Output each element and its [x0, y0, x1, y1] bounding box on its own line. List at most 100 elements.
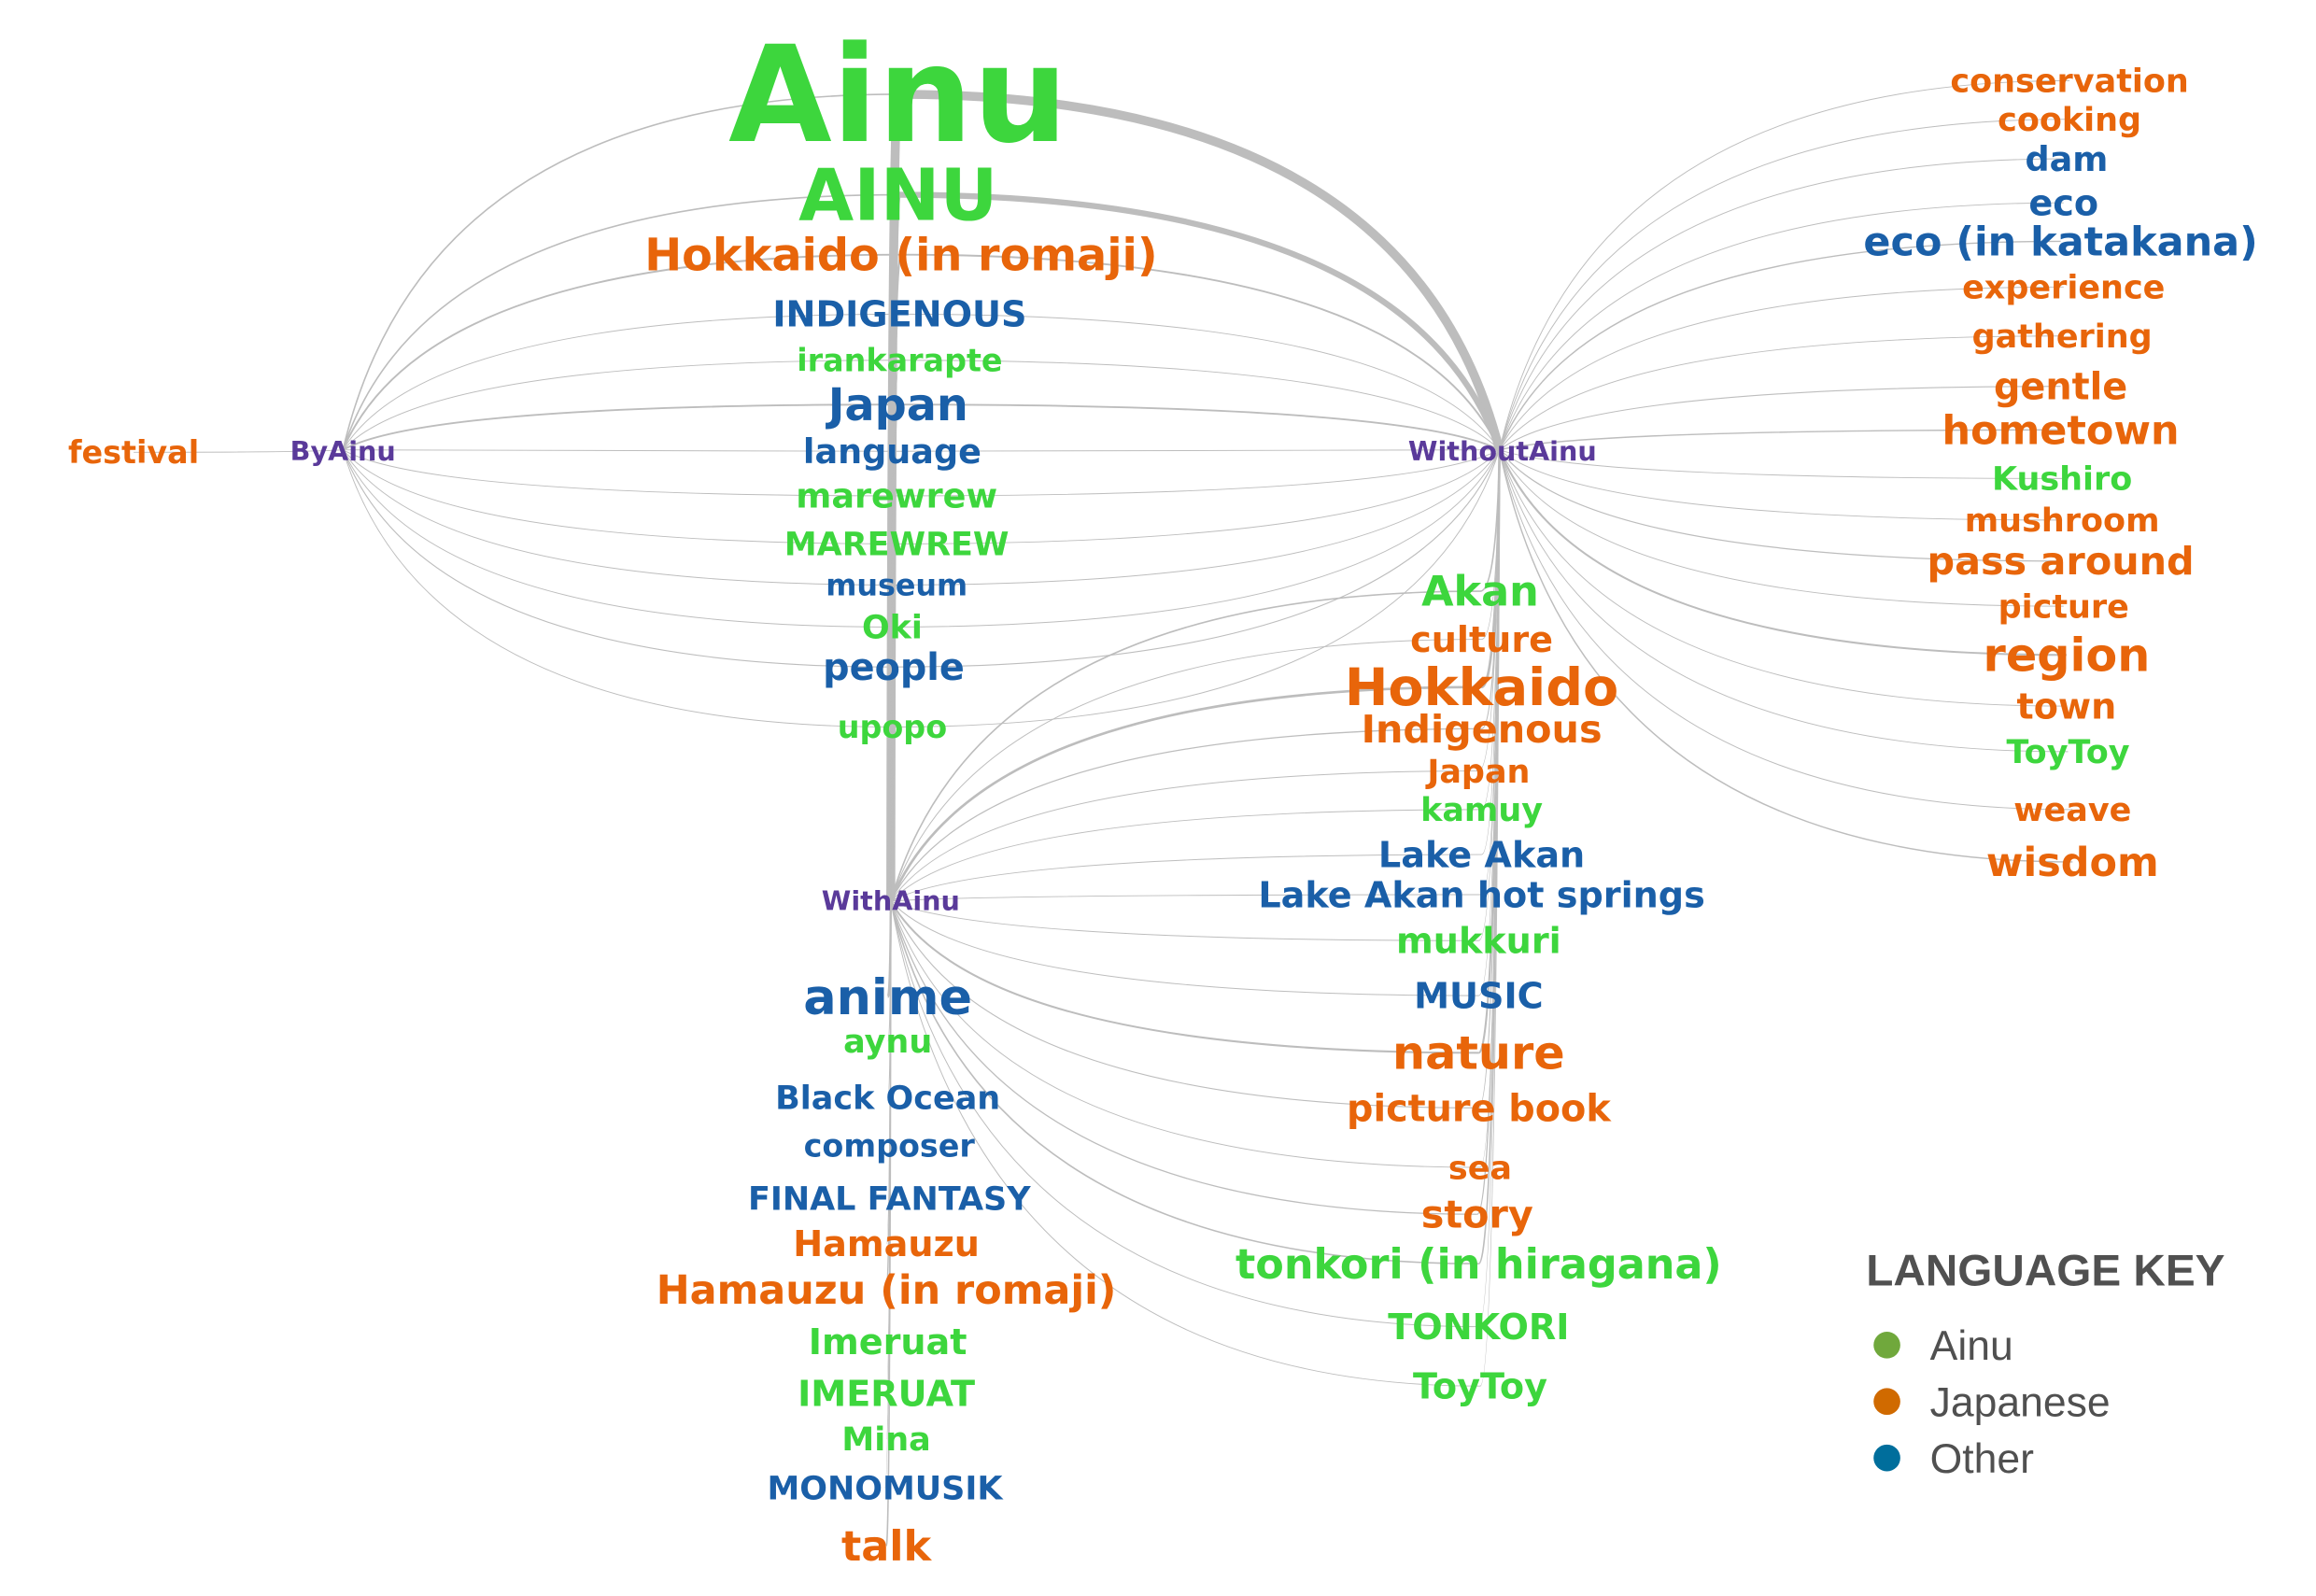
edge-without-ainu	[897, 90, 1504, 451]
legend-label-japanese: Japanese	[1930, 1380, 2111, 1426]
word-top-upopo: upopo	[838, 709, 947, 745]
edge-with-toytoy	[890, 900, 1480, 1387]
hub-without-ainu: WithoutAinu	[1408, 435, 1597, 467]
word-bottom-imeruat: Imeruat	[809, 1321, 967, 1363]
edge-without-marewrew	[897, 449, 1500, 544]
edge-without-gentle	[1499, 386, 2061, 451]
edge-without-picture	[1499, 449, 2064, 607]
word-bottom-composer: composer	[804, 1127, 976, 1164]
edge-by-upopo	[342, 449, 893, 727]
word-right-eco: eco	[2028, 183, 2098, 224]
edge-without-region	[1498, 449, 2067, 657]
word-top-irankarapte: irankarapte	[797, 342, 1002, 378]
edge-with-story	[890, 900, 1477, 1215]
word-bottom-hamauzu-in-romaji: Hamauzu (in romaji)	[657, 1267, 1117, 1314]
word-middle-music: MUSIC	[1414, 975, 1544, 1016]
edge-without-kushiro	[1499, 449, 2063, 479]
edge-without-japan	[897, 403, 1501, 451]
word-top-people: people	[823, 646, 965, 689]
word-bottom-final-fantasy: FINAL FANTASY	[748, 1181, 1031, 1219]
edge-without-conservation	[1499, 79, 2070, 450]
edge-by-hokkaido-in-romaji	[342, 253, 901, 451]
word-right-wisdom: wisdom	[1986, 840, 2159, 886]
edge-by-oki	[342, 449, 893, 628]
word-top-marewrew: marewrew	[796, 476, 997, 516]
edge-without-ainu	[897, 191, 1503, 451]
word-right-hometown: hometown	[1942, 407, 2180, 454]
edge-without-eco	[1499, 202, 2064, 450]
legend-label-other: Other	[1930, 1436, 2034, 1482]
edge-with-tonkori-in-hiragana	[890, 900, 1479, 1264]
word-top-oki: Oki	[862, 610, 923, 647]
word-middle-sea: sea	[1448, 1150, 1512, 1187]
edge-without-hokkaido-in-romaji	[900, 253, 1501, 451]
legend-dot-other	[1873, 1444, 1900, 1472]
word-middle-tonkori-in-hiragana: tonkori (in hiragana)	[1236, 1241, 1722, 1289]
edge-without-gathering	[1499, 335, 2063, 450]
edge-without-marewrew	[897, 449, 1500, 497]
word-right-cooking: cooking	[1998, 102, 2141, 139]
word-right-conservation: conservation	[1950, 64, 2188, 101]
edge-without-town	[1499, 449, 2067, 707]
edge-with-hokkaido	[889, 685, 1482, 902]
edge-with-japan	[890, 770, 1479, 902]
edge-by-ainu	[342, 93, 898, 450]
edge-with-mukkuri	[890, 900, 1479, 941]
edge-without-hometown	[1499, 429, 2061, 451]
edge-with-music	[890, 900, 1479, 996]
word-top-japan: Japan	[826, 380, 968, 431]
legend: LANGUAGE KEY Ainu Japanese Other	[1866, 1247, 2224, 1482]
word-top-language: language	[803, 431, 981, 472]
word-right-weave: weave	[2013, 792, 2131, 829]
edge-with-lake-akan-hot-springs	[890, 894, 1482, 902]
word-top-marewrew: MAREWREW	[784, 527, 1010, 564]
legend-dot-ainu	[1873, 1332, 1900, 1359]
word-bottom-aynu: aynu	[843, 1024, 932, 1061]
word-byonly-festival: festival	[68, 434, 199, 471]
word-bottom-anime: anime	[803, 969, 972, 1026]
word-top-museum: museum	[826, 569, 967, 603]
word-bottom-monomusik: MONOMUSIK	[767, 1471, 1004, 1508]
edge-with-lake-akan	[890, 854, 1482, 902]
word-middle-tonkori: TONKORI	[1388, 1306, 1569, 1348]
word-right-region: region	[1984, 629, 2151, 683]
edge-with-nature	[889, 900, 1479, 1054]
word-bottom-hamauzu: Hamauzu	[793, 1223, 980, 1264]
edge-without-eco-in-katakana	[1498, 240, 2061, 450]
legend-label-ainu: Ainu	[1930, 1323, 2013, 1369]
edge-with-sea	[890, 900, 1480, 1168]
edge-by-festival	[134, 449, 344, 453]
edge-with-indigenous	[890, 727, 1482, 902]
edge-by-japan	[342, 403, 898, 451]
word-middle-kamuy: kamuy	[1420, 792, 1543, 829]
word-top-hokkaido-in-romaji: Hokkaido (in romaji)	[644, 230, 1157, 281]
legend-title: LANGUAGE KEY	[1866, 1247, 2224, 1296]
edge-without-oki	[892, 449, 1501, 628]
edge-with-upopo	[890, 726, 893, 901]
word-right-mushroom: mushroom	[1965, 502, 2160, 540]
edge-without-mushroom	[1499, 449, 2063, 521]
word-right-pass-around: pass around	[1927, 539, 2194, 584]
edge-with-kamuy	[890, 809, 1482, 902]
hub-by-ainu: ByAinu	[290, 435, 396, 467]
edge-without-wisdom	[1498, 449, 2073, 863]
edge-without-pass-around	[1499, 449, 2061, 562]
hubs: ByAinu WithoutAinu WithAinu	[290, 435, 1597, 917]
edge-with-akan	[890, 590, 1480, 902]
edge-with-culture	[890, 639, 1482, 902]
edge-by-indigenous	[342, 313, 900, 450]
edge-by-marewrew	[343, 449, 897, 497]
edge-by-museum	[342, 449, 897, 586]
edge-without-upopo	[892, 449, 1501, 727]
legend-dot-japanese	[1873, 1388, 1900, 1416]
word-middle-mukkuri: mukkuri	[1396, 921, 1561, 962]
edges	[134, 79, 2073, 1547]
word-bottom-black-ocean: Black Ocean	[775, 1080, 1000, 1118]
edge-by-people	[342, 449, 895, 668]
word-right-experience: experience	[1962, 270, 2165, 307]
word-middle-picture-book: picture book	[1347, 1087, 1612, 1130]
edge-with-picture-book	[890, 900, 1479, 1109]
edge-by-ainu	[342, 193, 898, 450]
edge-without-people	[894, 449, 1501, 668]
